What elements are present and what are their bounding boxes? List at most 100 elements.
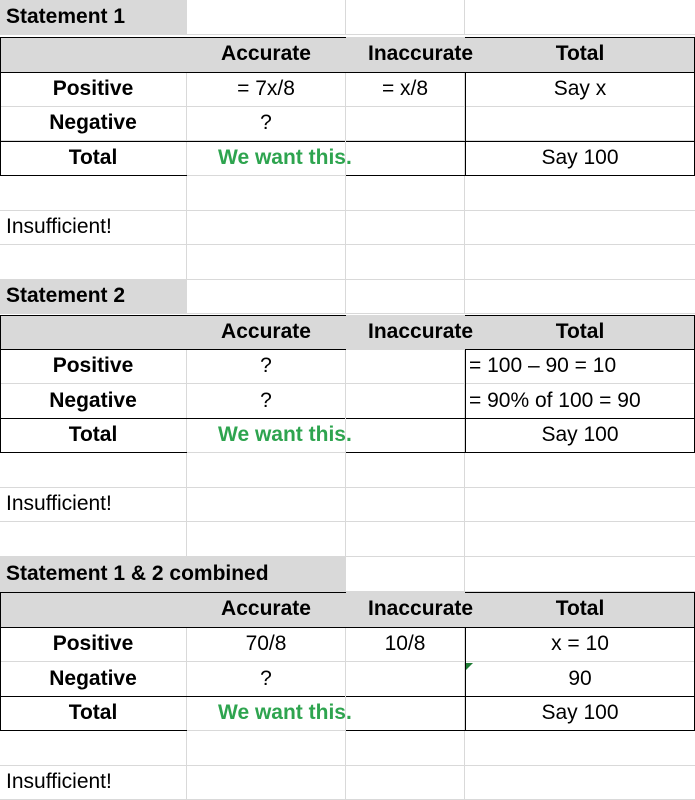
empty-cell[interactable] <box>187 210 346 245</box>
inaccurate-cell[interactable]: 10/8 <box>346 627 465 662</box>
total-cell[interactable]: x = 10 <box>465 627 695 662</box>
empty-cell[interactable] <box>465 487 695 522</box>
inaccurate-cell[interactable] <box>346 418 465 453</box>
empty-cell[interactable] <box>465 0 695 35</box>
row-label[interactable]: Total <box>0 141 187 176</box>
empty-cell[interactable] <box>346 0 465 35</box>
total-cell[interactable]: Say 100 <box>465 418 695 453</box>
empty-cell[interactable] <box>0 176 187 211</box>
conclusion-text[interactable]: Insufficient! <box>0 765 187 800</box>
row-divider <box>0 141 695 142</box>
inaccurate-cell[interactable] <box>346 349 465 384</box>
empty-cell[interactable] <box>0 522 187 557</box>
row-label[interactable]: Positive <box>0 627 187 662</box>
row-label[interactable]: Negative <box>0 106 187 141</box>
empty-cell[interactable] <box>346 210 465 245</box>
empty-cell[interactable] <box>346 522 465 557</box>
header-accurate[interactable]: Accurate <box>187 37 346 72</box>
empty-cell[interactable] <box>465 557 695 592</box>
section-title-row: Statement 1 <box>0 0 695 35</box>
inaccurate-cell[interactable]: = x/8 <box>346 72 465 107</box>
total-cell[interactable]: Say 100 <box>465 141 695 176</box>
accurate-cell[interactable]: ? <box>187 106 346 141</box>
cell-indicator-icon <box>466 663 473 670</box>
total-cell[interactable]: = 100 – 90 = 10 <box>465 349 695 384</box>
empty-cell[interactable] <box>346 731 465 766</box>
empty-cell[interactable] <box>465 765 695 800</box>
empty-cell[interactable] <box>0 731 187 766</box>
row-label[interactable]: Negative <box>0 662 187 697</box>
conclusion-text[interactable]: Insufficient! <box>0 487 187 522</box>
empty-cell[interactable] <box>346 176 465 211</box>
inaccurate-cell[interactable] <box>346 696 465 731</box>
header-inaccurate[interactable]: Inaccurate <box>346 315 473 350</box>
inaccurate-cell[interactable] <box>346 384 465 419</box>
accurate-cell[interactable]: ? <box>187 662 346 697</box>
empty-cell[interactable] <box>346 765 465 800</box>
header-total[interactable]: Total <box>465 37 695 72</box>
conclusion-row: Insufficient! <box>0 210 695 245</box>
row-divider <box>0 696 695 697</box>
accurate-cell[interactable]: ? <box>187 384 346 419</box>
table-row: Positive 70/8 10/8 x = 10 <box>0 627 695 662</box>
header-accurate[interactable]: Accurate <box>187 315 346 350</box>
empty-cell[interactable] <box>187 0 346 35</box>
empty-cell[interactable] <box>465 522 695 557</box>
inaccurate-cell[interactable] <box>346 141 465 176</box>
section-title[interactable]: Statement 2 <box>0 279 187 314</box>
conclusion-text[interactable]: Insufficient! <box>0 210 187 245</box>
empty-cell[interactable] <box>465 210 695 245</box>
row-divider <box>0 418 695 419</box>
empty-cell[interactable] <box>465 176 695 211</box>
empty-cell[interactable] <box>187 279 346 314</box>
row-label[interactable]: Total <box>0 418 187 453</box>
row-label[interactable]: Negative <box>0 384 187 419</box>
empty-cell[interactable] <box>187 245 346 280</box>
row-label[interactable]: Positive <box>0 72 187 107</box>
highlight-cell[interactable]: We want this. <box>187 141 352 176</box>
header-accurate[interactable]: Accurate <box>187 592 346 627</box>
header-cell-blank[interactable] <box>0 37 187 72</box>
inaccurate-cell[interactable] <box>346 662 465 697</box>
inaccurate-cell[interactable] <box>346 106 465 141</box>
empty-cell[interactable] <box>465 279 695 314</box>
empty-cell[interactable] <box>465 453 695 488</box>
header-inaccurate[interactable]: Inaccurate <box>346 592 473 627</box>
total-cell[interactable]: = 90% of 100 = 90 <box>465 384 695 419</box>
empty-cell[interactable] <box>187 453 346 488</box>
header-total[interactable]: Total <box>465 315 695 350</box>
empty-cell[interactable] <box>0 453 187 488</box>
total-cell[interactable] <box>465 106 695 141</box>
total-cell[interactable]: Say 100 <box>465 696 695 731</box>
accurate-cell[interactable]: 70/8 <box>187 627 346 662</box>
accurate-cell[interactable]: = 7x/8 <box>187 72 346 107</box>
table-row: Positive = 7x/8 = x/8 Say x <box>0 72 695 107</box>
empty-cell[interactable] <box>187 765 346 800</box>
empty-cell[interactable] <box>187 522 346 557</box>
header-total[interactable]: Total <box>465 592 695 627</box>
empty-cell[interactable] <box>346 487 465 522</box>
empty-cell[interactable] <box>346 279 465 314</box>
header-cell-blank[interactable] <box>0 315 187 350</box>
total-cell[interactable]: Say x <box>465 72 695 107</box>
row-label[interactable]: Total <box>0 696 187 731</box>
empty-cell[interactable] <box>346 245 465 280</box>
empty-cell[interactable] <box>187 731 346 766</box>
section-title[interactable]: Statement 1 <box>0 0 187 35</box>
header-cell-blank[interactable] <box>0 592 187 627</box>
accurate-cell[interactable]: ? <box>187 349 346 384</box>
empty-cell[interactable] <box>187 487 346 522</box>
row-divider <box>0 72 695 73</box>
empty-cell[interactable] <box>465 245 695 280</box>
header-inaccurate[interactable]: Inaccurate <box>346 37 473 72</box>
empty-cell[interactable] <box>187 176 346 211</box>
row-label[interactable]: Positive <box>0 349 187 384</box>
highlight-cell[interactable]: We want this. <box>187 696 352 731</box>
empty-cell[interactable] <box>465 731 695 766</box>
empty-cell[interactable] <box>0 245 187 280</box>
total-cell[interactable]: 90 <box>465 662 695 697</box>
highlight-cell[interactable]: We want this. <box>187 418 352 453</box>
empty-cell[interactable] <box>346 453 465 488</box>
section-title[interactable]: Statement 1 & 2 combined <box>0 557 346 592</box>
empty-cell[interactable] <box>346 557 465 592</box>
